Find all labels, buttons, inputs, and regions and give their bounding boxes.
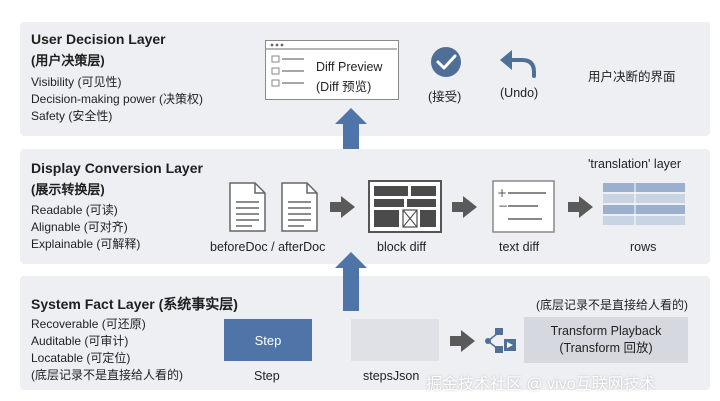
docs-label: beforeDoc / afterDoc [210, 240, 326, 254]
user-bullet-2: Decision-making power (决策权) [31, 92, 204, 106]
translation-layer-label: 'translation' layer [588, 157, 682, 171]
system-note-right: (底层记录不是直接给人看的) [536, 298, 688, 312]
rows-label: rows [630, 240, 657, 254]
system-bullet-1: Recoverable (可还原) [31, 317, 146, 331]
display-conversion-layer [20, 149, 710, 264]
watermark: 掘金技术社区 @ vivo互联网技术 [426, 376, 656, 393]
step-label: Step [254, 369, 280, 383]
display-layer-title: Display Conversion Layer [31, 160, 203, 176]
display-bullet-3: Explainable (可解释) [31, 237, 141, 251]
undo-label: (Undo) [500, 86, 539, 100]
diff-preview-sublabel: (Diff 预览) [316, 80, 372, 94]
accept-label: (接受) [428, 90, 462, 104]
system-bullet-3: Locatable (可定位) [31, 351, 131, 365]
steps-json-box [351, 319, 439, 361]
step-box-label: Step [254, 332, 282, 348]
user-layer-title: User Decision Layer [31, 31, 166, 47]
transform-playback-label: Transform Playback [550, 324, 662, 338]
diff-preview-label: Diff Preview [316, 60, 383, 74]
transform-playback-box: Transform Playback (Transform 回放) [524, 317, 688, 363]
system-bullet-2: Auditable (可审计) [31, 334, 129, 348]
system-layer-title: System Fact Layer (系统事实层) [31, 296, 238, 312]
user-bullet-3: Safety (安全性) [31, 109, 113, 123]
display-bullet-1: Readable (可读) [31, 203, 118, 217]
block-diff-label: block diff [377, 240, 427, 254]
display-layer-subtitle: (展示转换层) [31, 182, 105, 197]
diff-preview-window: Diff Preview (Diff 预览) [265, 40, 399, 100]
steps-json-label: stepsJson [363, 369, 420, 383]
display-bullet-2: Alignable (可对齐) [31, 220, 128, 234]
transform-playback-sublabel: (Transform 回放) [559, 341, 653, 355]
step-box: Step [224, 319, 312, 361]
user-bullet-1: Visibility (可见性) [31, 75, 122, 89]
text-diff-label: text diff [499, 240, 540, 254]
user-layer-subtitle: (用户决策层) [31, 53, 105, 68]
system-bullet-4: (底层记录不是直接给人看的) [31, 368, 183, 382]
user-decision-interface-label: 用户决断的界面 [588, 70, 676, 84]
diff-window-icon [266, 43, 397, 87]
